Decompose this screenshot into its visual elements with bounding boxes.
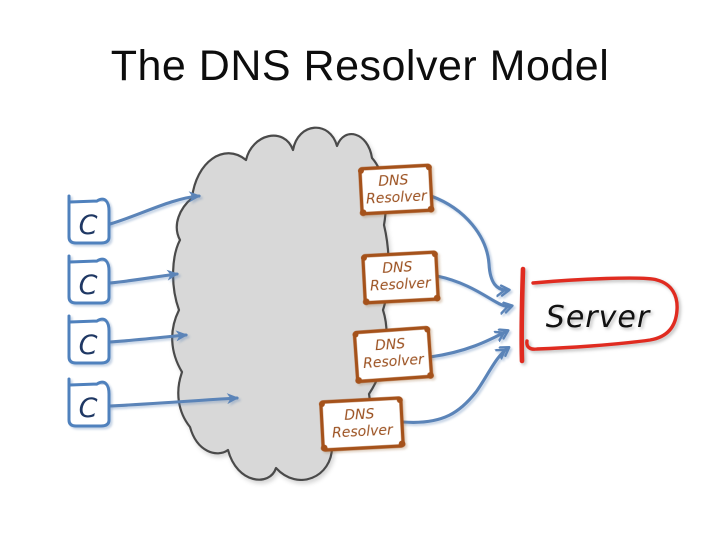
dns-resolver-box-4: DNS Resolver xyxy=(318,396,406,452)
corner-dot xyxy=(362,298,370,306)
server-left-edge xyxy=(519,266,526,364)
client-box-3: C xyxy=(67,314,111,365)
dns-resolver-box-1: DNS Resolver xyxy=(357,163,435,217)
corner-dot xyxy=(352,331,359,338)
client-box-outline xyxy=(67,377,111,428)
corner-dot xyxy=(427,205,435,213)
resolver-box-outline xyxy=(361,250,440,305)
corner-dot xyxy=(396,396,403,403)
client-box-fill xyxy=(70,262,108,302)
dns-resolver-box-3: DNS Resolver xyxy=(352,325,434,384)
resolver-label: DNS Resolver xyxy=(361,335,425,372)
client-arrow-2 xyxy=(108,269,179,285)
client-box-fill xyxy=(70,322,108,362)
client-label: C xyxy=(79,330,98,361)
resolver-arrow-4 xyxy=(401,348,508,424)
client-arrow-1 xyxy=(108,191,201,226)
corner-dot xyxy=(427,372,434,379)
resolver-arrow-2 xyxy=(435,274,511,306)
resolver-arrows xyxy=(401,194,511,424)
dns-resolver-box-2: DNS Resolver xyxy=(360,250,441,306)
client-label: C xyxy=(79,270,98,301)
corner-dot xyxy=(398,440,406,448)
corner-dot xyxy=(424,326,431,333)
client-label: C xyxy=(79,393,98,424)
corner-dot xyxy=(357,167,364,174)
corner-dot xyxy=(360,254,367,261)
server-label: Server xyxy=(546,300,651,335)
client-arrow-3 xyxy=(108,330,188,344)
server-outline xyxy=(525,276,679,351)
client-box-fill xyxy=(70,385,108,425)
resolver-box-outline xyxy=(319,396,405,452)
corner-dot xyxy=(318,401,325,408)
resolver-box-outline xyxy=(358,163,434,216)
corner-dot xyxy=(425,164,432,171)
client-box-outline xyxy=(67,254,111,305)
corner-dot xyxy=(431,251,438,258)
corner-dot xyxy=(355,377,363,384)
client-box-fill xyxy=(70,202,108,242)
resolver-label: DNS Resolver xyxy=(369,258,433,294)
page-title: The DNS Resolver Model xyxy=(110,42,610,90)
client-arrow-4 xyxy=(108,393,239,408)
resolver-label: DNS Resolver xyxy=(331,405,395,441)
server-box: Server xyxy=(519,266,679,364)
resolver-arrow-3 xyxy=(428,331,507,359)
resolver-box-outline xyxy=(352,325,434,384)
client-arrows xyxy=(108,191,239,408)
corner-dot xyxy=(359,209,367,217)
client-box-2: C xyxy=(67,254,111,305)
client-label: C xyxy=(79,210,98,241)
client-box-4: C xyxy=(67,377,111,428)
client-box-outline xyxy=(67,194,111,245)
resolver-label: DNS Resolver xyxy=(365,171,429,207)
corner-dot xyxy=(433,294,441,302)
client-box-outline xyxy=(67,314,111,365)
resolver-arrow-1 xyxy=(429,194,508,290)
corner-dot xyxy=(320,444,328,452)
client-box-1: C xyxy=(67,194,111,245)
